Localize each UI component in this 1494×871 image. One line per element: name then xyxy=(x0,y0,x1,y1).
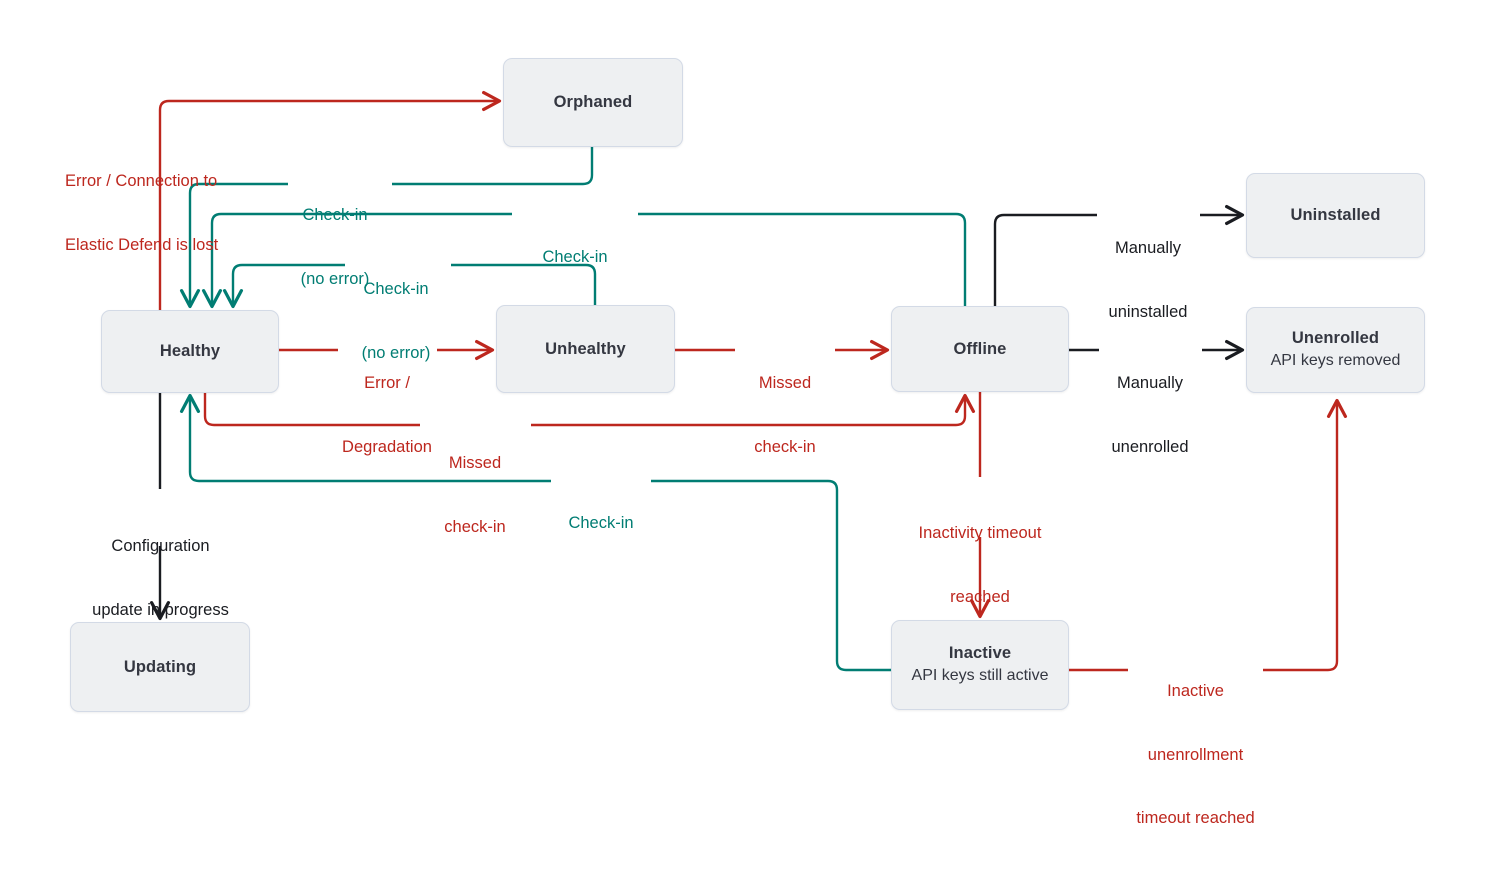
node-updating-title: Updating xyxy=(123,657,197,676)
edge-inactive-to-healthy-seg2 xyxy=(179,393,551,483)
node-orphaned-title: Orphaned xyxy=(553,93,633,112)
node-uninstalled-title: Uninstalled xyxy=(1290,206,1381,225)
edge-label-line-2: unenrollment xyxy=(1147,745,1244,764)
edge-offline-to-uninstalled-seg1 xyxy=(993,213,1097,306)
edge-healthy-to-offline-seg2 xyxy=(531,393,976,427)
edge-label-offline-to-healthy: Check-in xyxy=(520,205,630,311)
edge-label-line-1: Missed xyxy=(758,374,812,393)
node-orphaned[interactable]: Orphaned xyxy=(503,58,683,147)
node-unenrolled-title: Unenrolled xyxy=(1291,329,1380,348)
edge-label-healthy-to-offline: Missed check-in xyxy=(419,411,531,580)
edge-label-line-1: Manually xyxy=(1114,239,1182,258)
edge-label-line-2: Elastic Defend is lost xyxy=(65,235,219,254)
edge-label-line-2: (no error) xyxy=(361,343,431,362)
edge-orphaned-to-healthy-seg2 xyxy=(179,182,288,309)
edge-orphaned-to-healthy-seg1 xyxy=(392,147,594,186)
edge-label-unhealthy-to-healthy: Check-in (no error) xyxy=(340,237,452,406)
edge-label-line-1: Check-in xyxy=(542,248,608,267)
node-unhealthy-title: Unhealthy xyxy=(545,339,626,358)
node-inactive[interactable]: Inactive API keys still active xyxy=(891,620,1069,710)
edge-healthy-to-orphaned xyxy=(158,90,502,310)
state-diagram-canvas: Orphaned Healthy Unhealthy Offline Unins… xyxy=(63,58,1425,827)
edge-label-line-1: Check-in xyxy=(302,206,368,225)
edge-label-line-1: Check-in xyxy=(363,280,429,299)
edge-label-inactive-to-unenrolled: Inactive unenrollment timeout reached xyxy=(1118,639,1273,871)
node-healthy[interactable]: Healthy xyxy=(101,310,279,393)
node-unenrolled-subtitle: API keys removed xyxy=(1270,351,1401,369)
edge-label-healthy-to-unhealthy: Error / Degradation xyxy=(326,331,448,500)
node-offline[interactable]: Offline xyxy=(891,306,1069,392)
edge-offline-to-healthy-seg1 xyxy=(638,212,967,306)
edge-label-orphaned-to-healthy: Check-in (no error) xyxy=(280,163,390,332)
edge-label-line-2: reached xyxy=(950,587,1010,606)
edge-label-unhealthy-to-offline: Missed check-in xyxy=(729,331,841,500)
node-healthy-title: Healthy xyxy=(159,342,221,361)
node-inactive-title: Inactive xyxy=(948,644,1012,663)
node-unenrolled[interactable]: Unenrolled API keys removed xyxy=(1246,307,1425,393)
node-unhealthy[interactable]: Unhealthy xyxy=(496,305,675,393)
node-offline-title: Offline xyxy=(953,339,1007,358)
edge-inactive-to-unenrolled-seg2 xyxy=(1263,398,1348,672)
edge-label-line-2: update in progress xyxy=(92,600,229,619)
edge-label-line-2: check-in xyxy=(754,437,816,456)
node-uninstalled[interactable]: Uninstalled xyxy=(1246,173,1425,258)
edge-label-line-1: Inactive xyxy=(1167,682,1224,701)
edge-label-offline-to-unenrolled: Manually unenrolled xyxy=(1094,331,1206,500)
edge-label-line-2: (no error) xyxy=(300,269,370,288)
edge-unhealthy-to-healthy-seg2 xyxy=(222,263,345,309)
edge-label-inactive-to-healthy: Check-in xyxy=(546,471,656,577)
edge-label-line-1: Configuration xyxy=(111,537,210,556)
node-updating[interactable]: Updating xyxy=(70,622,250,712)
node-inactive-subtitle: API keys still active xyxy=(911,666,1049,684)
edge-label-line-3: timeout reached xyxy=(1136,808,1255,827)
edge-label-line-1: Check-in xyxy=(568,514,634,533)
edge-label-line-2: check-in xyxy=(444,517,506,536)
edge-label-line-2: unenrolled xyxy=(1111,437,1189,456)
edge-layer xyxy=(149,90,1348,672)
edge-unhealthy-to-healthy-seg1 xyxy=(451,263,597,305)
edge-label-line-1: Error / Connection to xyxy=(65,172,218,191)
edge-label-healthy-to-updating: Configuration update in progress xyxy=(63,494,258,663)
edge-label-line-2: uninstalled xyxy=(1108,302,1188,321)
edge-label-line-1: Error / xyxy=(364,374,410,393)
edge-label-healthy-to-orphaned: Error / Connection to Elastic Defend is … xyxy=(65,129,305,298)
edge-label-line-1: Missed xyxy=(448,454,502,473)
edge-label-line-2: Degradation xyxy=(342,437,432,456)
edge-label-line-1: Inactivity timeout xyxy=(918,524,1042,543)
edge-label-offline-to-inactive: Inactivity timeout reached xyxy=(890,481,1070,650)
edge-label-line-1: Manually xyxy=(1116,374,1184,393)
edge-label-offline-to-uninstalled: Manually uninstalled xyxy=(1092,196,1204,365)
edge-inactive-to-healthy-seg1 xyxy=(651,479,891,672)
edge-offline-to-healthy-seg2 xyxy=(201,212,512,309)
edge-healthy-to-offline-seg1 xyxy=(203,392,420,427)
